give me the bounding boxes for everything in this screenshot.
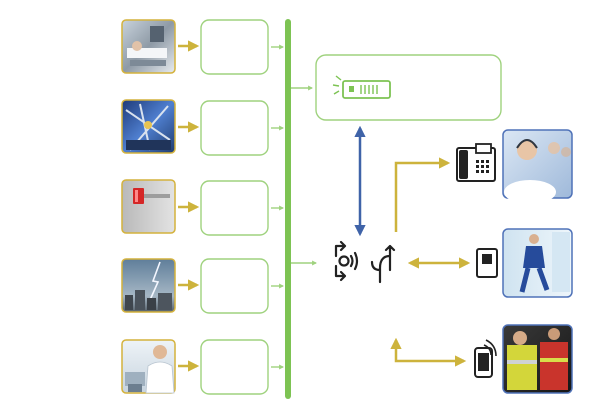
hospital-staff-running-photo: [502, 228, 573, 298]
server-unit-icon: [332, 75, 391, 99]
source-box[interactable]: [200, 19, 269, 75]
server-box[interactable]: [315, 54, 502, 121]
source-row-4: [121, 258, 284, 314]
source-box[interactable]: [200, 258, 269, 314]
source-box[interactable]: [200, 339, 269, 395]
red-alarm-light-photo: [121, 179, 176, 234]
destination-row-2: [476, 228, 573, 298]
wireless-routing-icon: [334, 240, 396, 284]
smartphone-wireless-icon[interactable]: [474, 339, 497, 378]
server-panel: [315, 54, 502, 121]
lightning-city-photo: [121, 258, 176, 313]
dect-handset-icon[interactable]: [476, 248, 498, 278]
firefighters-photo: [502, 324, 573, 394]
source-row-1: [121, 19, 284, 75]
hospital-patient-photo: [121, 19, 176, 74]
industrial-crane-photo: [121, 99, 176, 154]
desk-phone-icon[interactable]: [456, 143, 496, 182]
source-box[interactable]: [200, 180, 269, 236]
source-row-3: [121, 179, 284, 236]
hub-to-smartphone-arrow: [390, 337, 467, 367]
call-center-operator-photo: [502, 129, 573, 204]
destination-row-1: [456, 129, 573, 204]
source-row-5: [121, 339, 284, 395]
doctor-phone-photo: [121, 339, 176, 394]
source-box[interactable]: [200, 100, 269, 156]
hub-to-phone-arrow: [394, 157, 451, 232]
destination-row-3: [474, 324, 573, 394]
source-row-2: [121, 99, 284, 156]
